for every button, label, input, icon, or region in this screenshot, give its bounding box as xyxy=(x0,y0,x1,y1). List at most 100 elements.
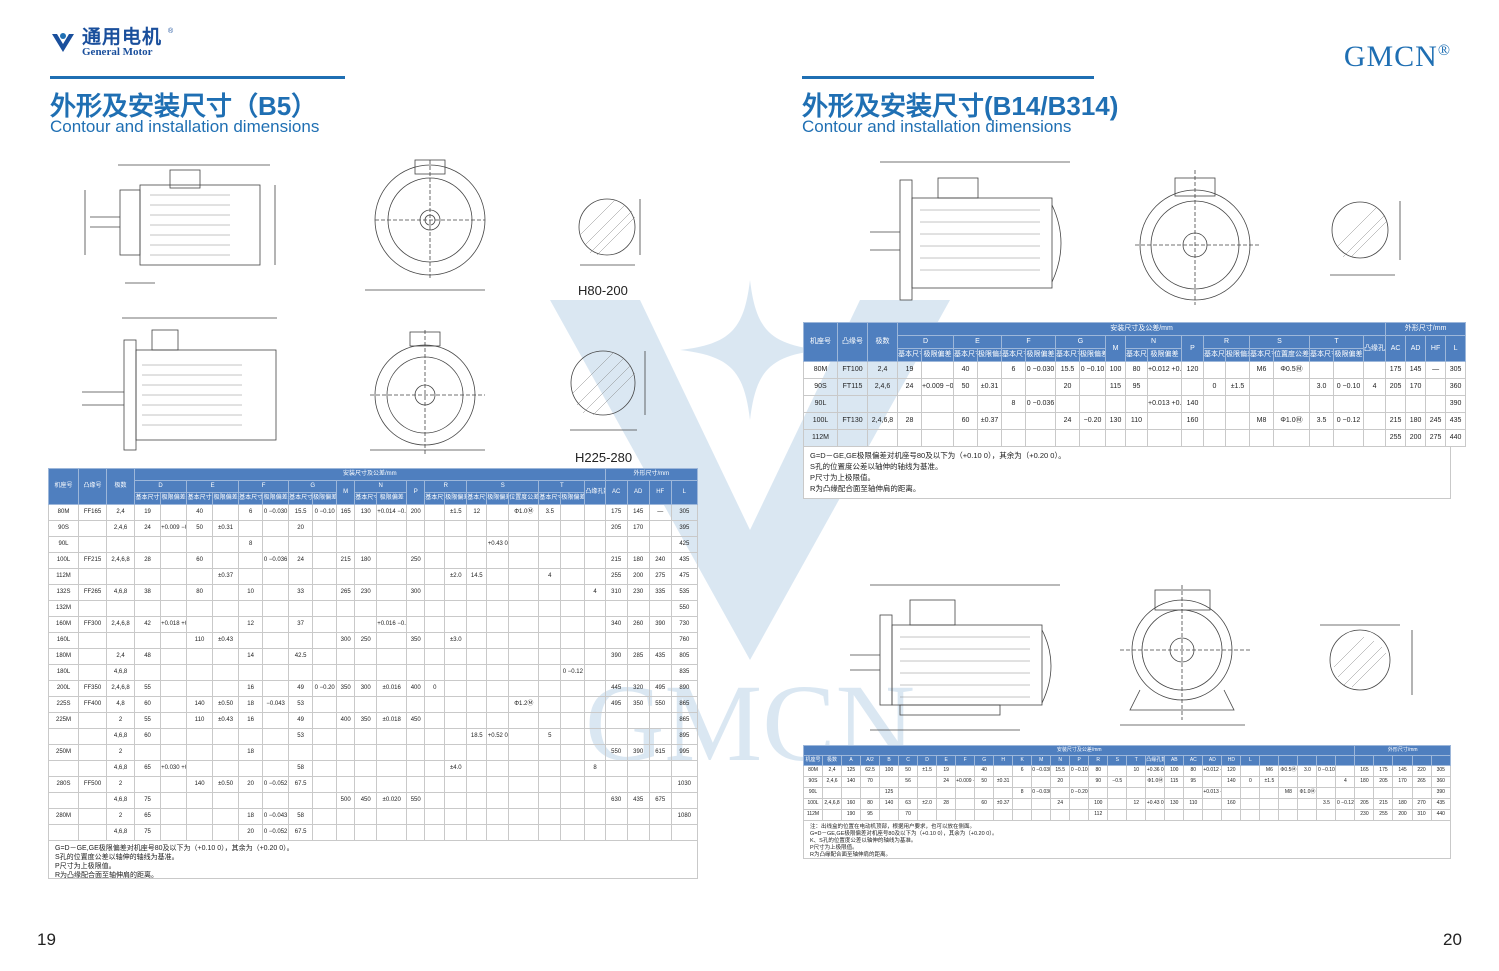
table-cell xyxy=(466,824,488,841)
b314-shaft-section xyxy=(1300,615,1420,705)
table-cell xyxy=(560,760,586,777)
table-cell xyxy=(238,792,264,809)
table-cell: 24 xyxy=(1050,798,1071,810)
table-cell: 19 xyxy=(897,361,922,379)
sub-tol: 极限偏差 xyxy=(560,492,586,505)
table-cell: 275 xyxy=(1425,429,1447,447)
table-cell xyxy=(508,728,540,745)
table-cell: 425 xyxy=(670,536,699,553)
table-cell xyxy=(376,776,408,793)
table-cell xyxy=(134,536,162,553)
table-cell: 350 xyxy=(336,680,356,697)
table-cell: 3.0 xyxy=(1309,378,1334,396)
table-cell: 2,4,6,8 xyxy=(106,680,136,697)
table-cell: 80 xyxy=(186,584,214,601)
table-cell: 28 xyxy=(134,552,162,569)
table-cell: 80M xyxy=(802,765,824,777)
table-cell: +0.009 −0.004 xyxy=(921,378,954,396)
table-cell: 4,8 xyxy=(106,696,136,713)
table-cell xyxy=(424,664,446,681)
table-cell xyxy=(354,776,378,793)
table-cell: 0 −0.030 xyxy=(1025,361,1056,379)
table-cell xyxy=(486,696,510,713)
sub-basic: 基本尺寸 xyxy=(424,492,446,505)
note-line: S孔的位置度公差以轴伸的轴线为基准。 xyxy=(810,462,943,471)
table-cell: 435 xyxy=(1445,412,1467,430)
table-cell: 2,4,6 xyxy=(867,378,898,396)
table-cell xyxy=(1335,809,1356,821)
table-cell: 180 xyxy=(626,552,650,569)
table-cell: 112M xyxy=(803,429,838,447)
table-cell: 180 xyxy=(1405,412,1427,430)
table-header-cell xyxy=(1392,755,1413,766)
table-cell xyxy=(508,664,540,681)
sub-basic: 基本尺寸 xyxy=(238,492,264,505)
table-cell xyxy=(670,824,699,841)
b5-dimension-table: 机座号 凸缘号 极数 安装尺寸及公差/mm 外形尺寸/mm D E F G M … xyxy=(47,468,699,841)
table-cell: 115 xyxy=(1164,776,1185,788)
table-cell: +0.009 −0.004 xyxy=(955,776,976,788)
table-cell: 390 xyxy=(626,744,650,761)
col-G: G xyxy=(288,480,338,493)
table-cell xyxy=(560,632,586,649)
table-cell xyxy=(406,536,426,553)
table-cell: 95 xyxy=(860,809,881,821)
table-cell xyxy=(212,760,240,777)
col-R: R xyxy=(424,480,468,493)
table-header-cell: C xyxy=(898,755,919,766)
table-cell: 165 xyxy=(336,504,356,521)
table-cell xyxy=(1259,787,1280,799)
table-cell xyxy=(584,680,606,697)
table-cell xyxy=(1333,429,1364,447)
col-S: S xyxy=(1249,335,1310,349)
table-cell: 8 xyxy=(584,760,606,777)
table-cell: 390 xyxy=(604,648,628,665)
sub-basic: 基本尺寸 xyxy=(134,492,162,505)
table-cell xyxy=(1031,776,1052,788)
table-cell: +0.014 −0.011 xyxy=(376,504,408,521)
table-cell xyxy=(354,824,378,841)
table-cell xyxy=(1107,765,1128,777)
table-cell xyxy=(1025,429,1056,447)
brand-mark: GMCN® xyxy=(1344,40,1451,74)
table-cell xyxy=(238,552,264,569)
table-cell xyxy=(560,584,586,601)
table-cell xyxy=(560,808,586,825)
col-F: F xyxy=(238,480,290,493)
table-header-cell xyxy=(1411,755,1432,766)
table-cell: Φ1.0Ⓜ xyxy=(1273,412,1310,430)
right-page-subtitle: Contour and installation dimensions xyxy=(802,117,1072,136)
col-F: F xyxy=(1001,335,1056,349)
table-cell: 160L xyxy=(47,632,80,649)
table-row: 4,6,865+0.030 +0.01158±4.08 xyxy=(47,760,699,777)
table-cell: 190 xyxy=(841,809,862,821)
table-cell xyxy=(186,536,214,553)
table-cell xyxy=(822,809,843,821)
table-cell xyxy=(466,536,488,553)
note-line: R为凸缘配合面至轴伸肩的距离。 xyxy=(55,872,159,879)
table-cell xyxy=(160,680,188,697)
table-cell: 6 xyxy=(1001,361,1026,379)
table-cell xyxy=(212,792,240,809)
table-cell xyxy=(936,787,957,799)
table-cell: 2,4 xyxy=(106,504,136,521)
col-flange: 凸缘号 xyxy=(78,468,108,505)
table-cell xyxy=(604,536,628,553)
table-cell xyxy=(134,632,162,649)
table-cell xyxy=(354,808,378,825)
table-cell xyxy=(486,552,510,569)
table-cell: 10 xyxy=(238,584,264,601)
table-cell: 100 xyxy=(1164,765,1185,777)
table-cell xyxy=(47,760,80,777)
table-cell: 0 −0.036 xyxy=(1031,787,1052,799)
table-cell: 28 xyxy=(897,412,922,430)
table-cell xyxy=(837,395,868,413)
table-cell xyxy=(1164,787,1185,799)
